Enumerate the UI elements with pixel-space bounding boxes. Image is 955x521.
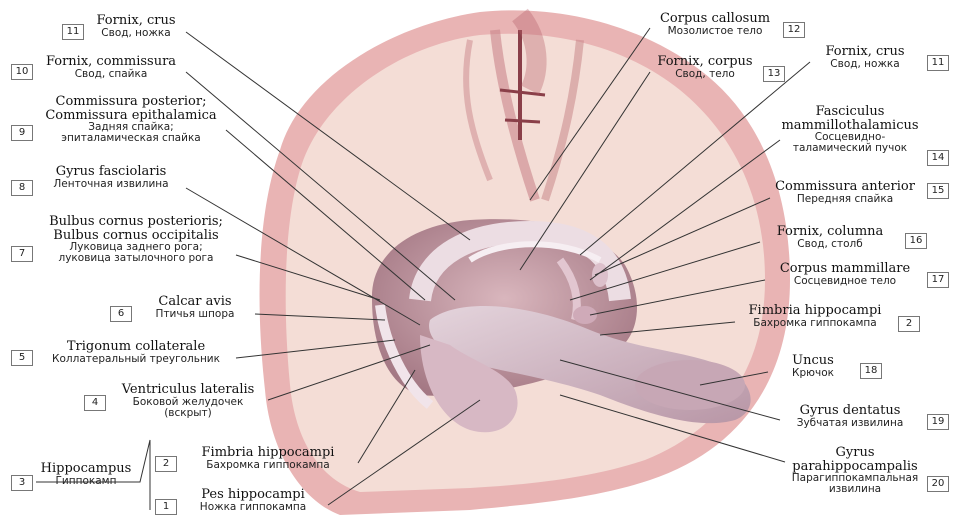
leader-12 — [530, 28, 650, 200]
leader-7 — [236, 255, 380, 300]
leader-20 — [560, 395, 785, 462]
leader-5 — [236, 340, 395, 358]
leader-1 — [328, 400, 480, 505]
leader-6 — [255, 314, 385, 320]
leader-3 — [36, 440, 150, 510]
leader-9 — [226, 130, 425, 300]
leader-2-right — [600, 322, 735, 335]
leader-11-left — [186, 32, 470, 240]
leader-17 — [590, 280, 765, 315]
leader-14 — [590, 140, 780, 280]
leader-16 — [570, 242, 760, 300]
leader-4 — [268, 345, 430, 400]
leader-18 — [700, 372, 768, 385]
leader-10 — [186, 72, 455, 300]
leader-15 — [595, 198, 770, 275]
leader-19 — [560, 360, 780, 420]
leader-13 — [520, 72, 650, 270]
leader-11-right — [580, 62, 810, 255]
leader-2-left — [358, 370, 415, 463]
leader-8 — [186, 188, 420, 325]
